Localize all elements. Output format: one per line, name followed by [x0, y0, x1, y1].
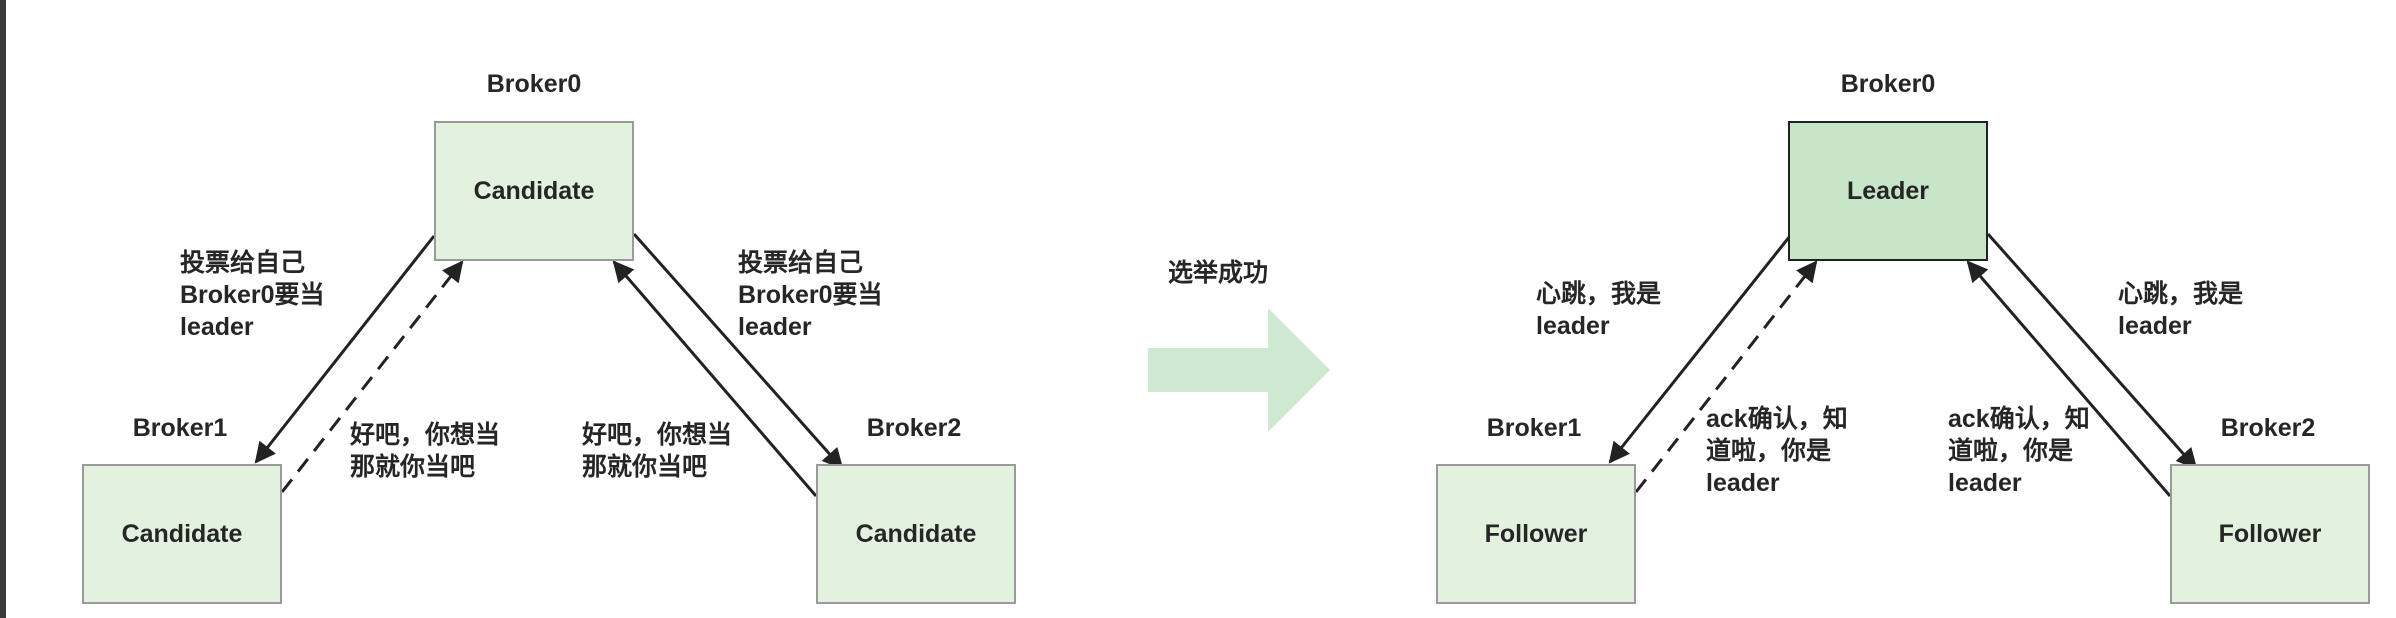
left-broker2-node: Candidate	[816, 464, 1016, 604]
left-broker0-title: Broker0	[486, 70, 582, 98]
left-edge-label-vote-right: 投票给自己 Broker0要当 leader	[738, 249, 883, 341]
left-arrow-b0-to-b1	[254, 235, 436, 464]
right-arrow-b0-to-b1	[1608, 235, 1792, 464]
left-broker1-role: Candidate	[121, 519, 243, 548]
left-arrow-b2-to-b0	[612, 260, 818, 497]
right-edge-label-heartbeat-right: 心跳，我是 leader	[2118, 280, 2244, 340]
left-edge-label-vote-left: 投票给自己 Broker0要当 leader	[180, 249, 325, 341]
left-broker0-node: Candidate	[434, 121, 634, 261]
right-edge-label-heartbeat-left: 心跳，我是 leader	[1536, 280, 1662, 340]
right-edge-label-ack-right: ack确认，知 道啦，你是 leader	[1948, 405, 2090, 497]
right-arrow-b2-to-b0	[1966, 260, 2172, 497]
left-arrow-b0-to-b2	[632, 233, 844, 470]
left-broker0-role: Candidate	[473, 176, 595, 205]
right-broker1-node: Follower	[1436, 464, 1636, 604]
right-broker0-role: Leader	[1847, 176, 1929, 205]
right-broker1-title: Broker1	[1486, 414, 1582, 442]
window-edge	[0, 0, 6, 618]
left-broker1-title: Broker1	[132, 414, 228, 442]
transition-arrow	[1148, 308, 1330, 432]
left-broker2-title: Broker2	[866, 414, 962, 442]
left-broker1-node: Candidate	[82, 464, 282, 604]
right-broker2-node: Follower	[2170, 464, 2370, 604]
right-arrow-b0-to-b2	[1986, 233, 2198, 470]
transition-label: 选举成功	[1168, 259, 1269, 287]
left-edge-label-agree-left: 好吧，你想当 那就你当吧	[350, 421, 501, 481]
left-broker2-role: Candidate	[855, 519, 977, 548]
right-broker1-role: Follower	[1484, 519, 1588, 548]
left-arrow-b1-to-b0-dashed	[280, 260, 464, 493]
left-edge-label-agree-right: 好吧，你想当 那就你当吧	[582, 421, 733, 481]
right-broker0-node: Leader	[1788, 121, 1988, 261]
right-broker2-role: Follower	[2218, 519, 2322, 548]
right-broker2-title: Broker2	[2220, 414, 2316, 442]
right-edge-label-ack-left: ack确认，知 道啦，你是 leader	[1706, 405, 1848, 497]
right-arrow-b1-to-b0-dashed	[1634, 260, 1818, 493]
right-broker0-title: Broker0	[1840, 70, 1936, 98]
